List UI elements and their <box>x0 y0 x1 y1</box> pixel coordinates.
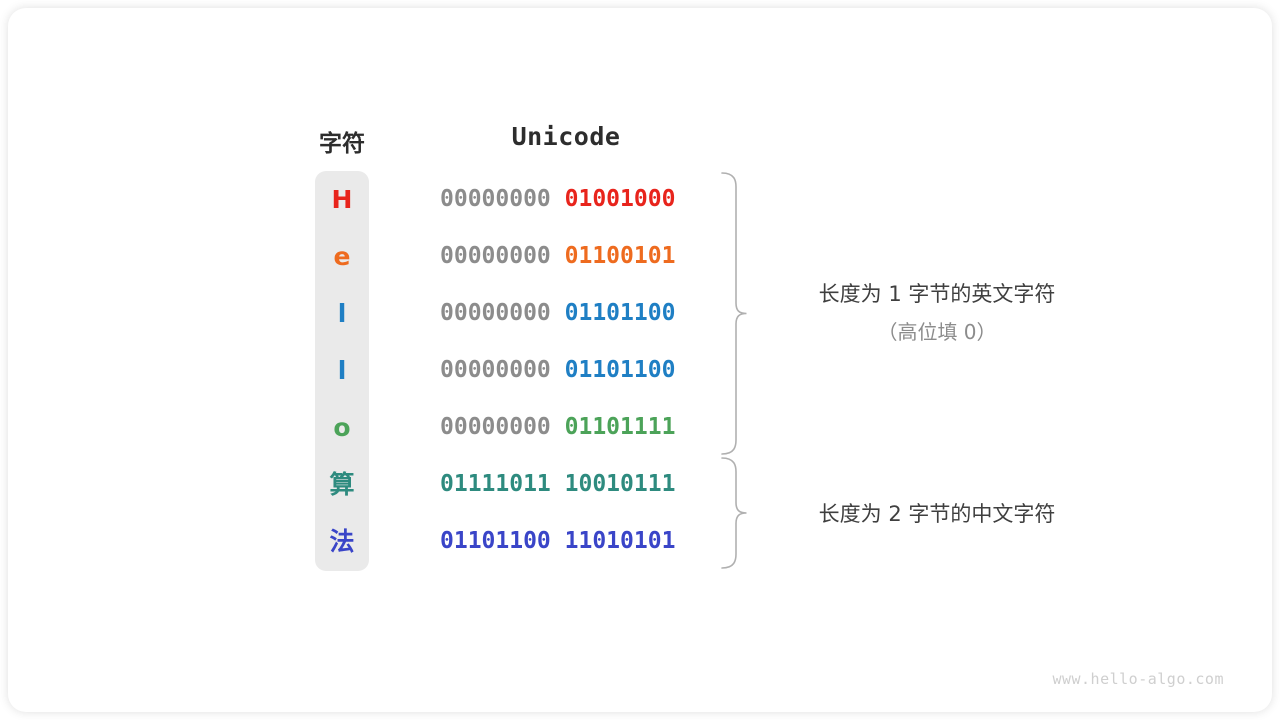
binary-high-byte: 00000000 <box>440 243 551 269</box>
curly-brace <box>721 172 747 455</box>
binary-row: 01101100 11010101 <box>440 513 692 570</box>
annotation: 长度为 1 字节的英文字符 （高位填 0） <box>772 278 1102 345</box>
char-cell: l <box>337 356 347 385</box>
binary-low-byte: 01100101 <box>564 243 676 269</box>
binary-row: 00000000 01101100 <box>440 342 692 399</box>
binary-high-byte: 00000000 <box>440 300 551 326</box>
binary-row: 00000000 01101100 <box>440 285 692 342</box>
char-cell: e <box>333 242 351 271</box>
binary-high-byte: 01101100 <box>440 528 551 554</box>
annotation: 长度为 2 字节的中文字符 <box>772 498 1102 528</box>
binary-high-byte: 00000000 <box>440 357 551 383</box>
binary-row: 00000000 01100101 <box>440 228 692 285</box>
column-header-char: 字符 <box>319 131 365 157</box>
watermark: www.hello-algo.com <box>1052 670 1224 688</box>
binary-row: 00000000 01101111 <box>440 399 692 456</box>
binary-low-byte: 01101111 <box>564 414 676 440</box>
binary-low-byte: 01101100 <box>564 357 676 383</box>
char-cell: 算 <box>329 470 355 499</box>
binary-row: 00000000 01001000 <box>440 171 692 228</box>
binary-low-byte: 01101100 <box>564 300 676 326</box>
binary-low-byte: 11010101 <box>564 528 676 554</box>
char-column-background <box>315 171 369 571</box>
binary-high-byte: 00000000 <box>440 414 551 440</box>
char-cell: o <box>333 413 351 442</box>
char-cell: l <box>337 299 347 328</box>
binary-high-byte: 01111011 <box>440 471 551 497</box>
binary-low-byte: 10010111 <box>564 471 676 497</box>
binary-high-byte: 00000000 <box>440 186 551 212</box>
annotation-line-secondary: （高位填 0） <box>877 319 997 344</box>
char-cell: 法 <box>329 527 355 556</box>
column-header-unicode: Unicode <box>511 122 621 151</box>
curly-brace <box>721 457 747 569</box>
binary-row: 01111011 10010111 <box>440 456 692 513</box>
binary-low-byte: 01001000 <box>564 186 676 212</box>
annotation-line-primary: 长度为 2 字节的中文字符 <box>818 502 1056 526</box>
char-cell: H <box>331 185 353 214</box>
annotation-line-primary: 长度为 1 字节的英文字符 <box>818 281 1056 306</box>
